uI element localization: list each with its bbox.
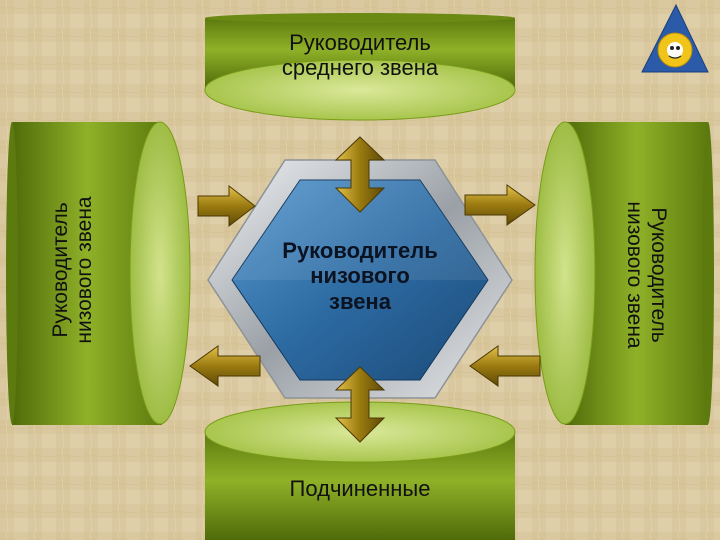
bottom-cylinder-label: Подчиненные	[210, 476, 510, 501]
right-cylinder-label: Руководитель низового звена	[622, 135, 670, 415]
left-cylinder-label: Руководитель низового звена	[49, 130, 97, 410]
center-label-line-1: Руководитель	[282, 238, 438, 263]
up-down-arrow-top	[334, 136, 386, 213]
arrow-left-top-to-hexagon	[197, 184, 256, 228]
arrow-right-bottom-to-hexagon	[469, 345, 541, 387]
center-label-line-3: звена	[329, 288, 391, 314]
up-down-arrow-bottom	[334, 366, 386, 443]
right-cylinder	[534, 121, 714, 425]
arrow-right-top-from-hexagon	[464, 184, 536, 226]
center-label-line-2: низового	[310, 263, 410, 289]
right-label-line-2: низового звена	[623, 201, 646, 349]
center-hexagon	[207, 159, 513, 399]
bottom-label-line-1: Подчиненные	[289, 476, 431, 501]
top-cylinder-label: Руководитель среднего звена	[210, 30, 510, 81]
center-hexagon-label: Руководитель низового звена	[265, 238, 455, 314]
left-cylinder	[6, 121, 191, 425]
top-cylinder	[204, 13, 516, 121]
logo-emblem-icon	[641, 3, 709, 73]
top-label-line-1: Руководитель	[289, 30, 431, 55]
arrow-left-bottom-from-hexagon	[189, 345, 261, 387]
right-label-line-1: Руководитель	[647, 207, 671, 343]
left-label-line-2: низового звена	[73, 196, 96, 344]
top-label-line-2: среднего звена	[281, 55, 439, 81]
left-label-line-1: Руководитель	[48, 202, 72, 338]
